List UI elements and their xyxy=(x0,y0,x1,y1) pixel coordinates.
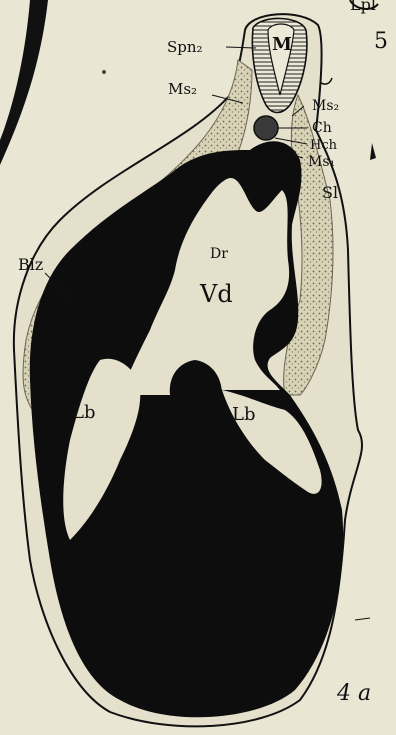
adjacent-structure-edge xyxy=(0,0,48,165)
label-blz: Blz xyxy=(18,255,43,274)
notochord xyxy=(254,116,278,140)
label-hch: Hch xyxy=(310,138,338,153)
label-panel: 4 a xyxy=(336,681,371,706)
label-dr: Dr xyxy=(210,246,228,262)
speck xyxy=(102,70,106,74)
label-lb-left: Lb xyxy=(72,402,95,423)
small-curve-mark xyxy=(320,78,332,84)
edge-tick xyxy=(355,618,370,620)
label-plate-number: 5 xyxy=(374,29,388,54)
neural-glyph-m: M xyxy=(272,34,292,55)
small-arrow-mark xyxy=(370,143,376,160)
label-ms1: Ms₁ xyxy=(308,154,335,170)
label-spn2: Spn₂ xyxy=(167,38,203,56)
label-ch: Ch xyxy=(312,120,332,136)
label-lb-right: Lb xyxy=(232,404,255,425)
label-sl: Sl xyxy=(322,183,338,202)
label-top-partial: Lpl xyxy=(350,0,376,14)
label-ms2-right: Ms₂ xyxy=(312,98,339,114)
label-ms2-left: Ms₂ xyxy=(168,80,197,98)
label-vd: Vd xyxy=(199,280,233,308)
